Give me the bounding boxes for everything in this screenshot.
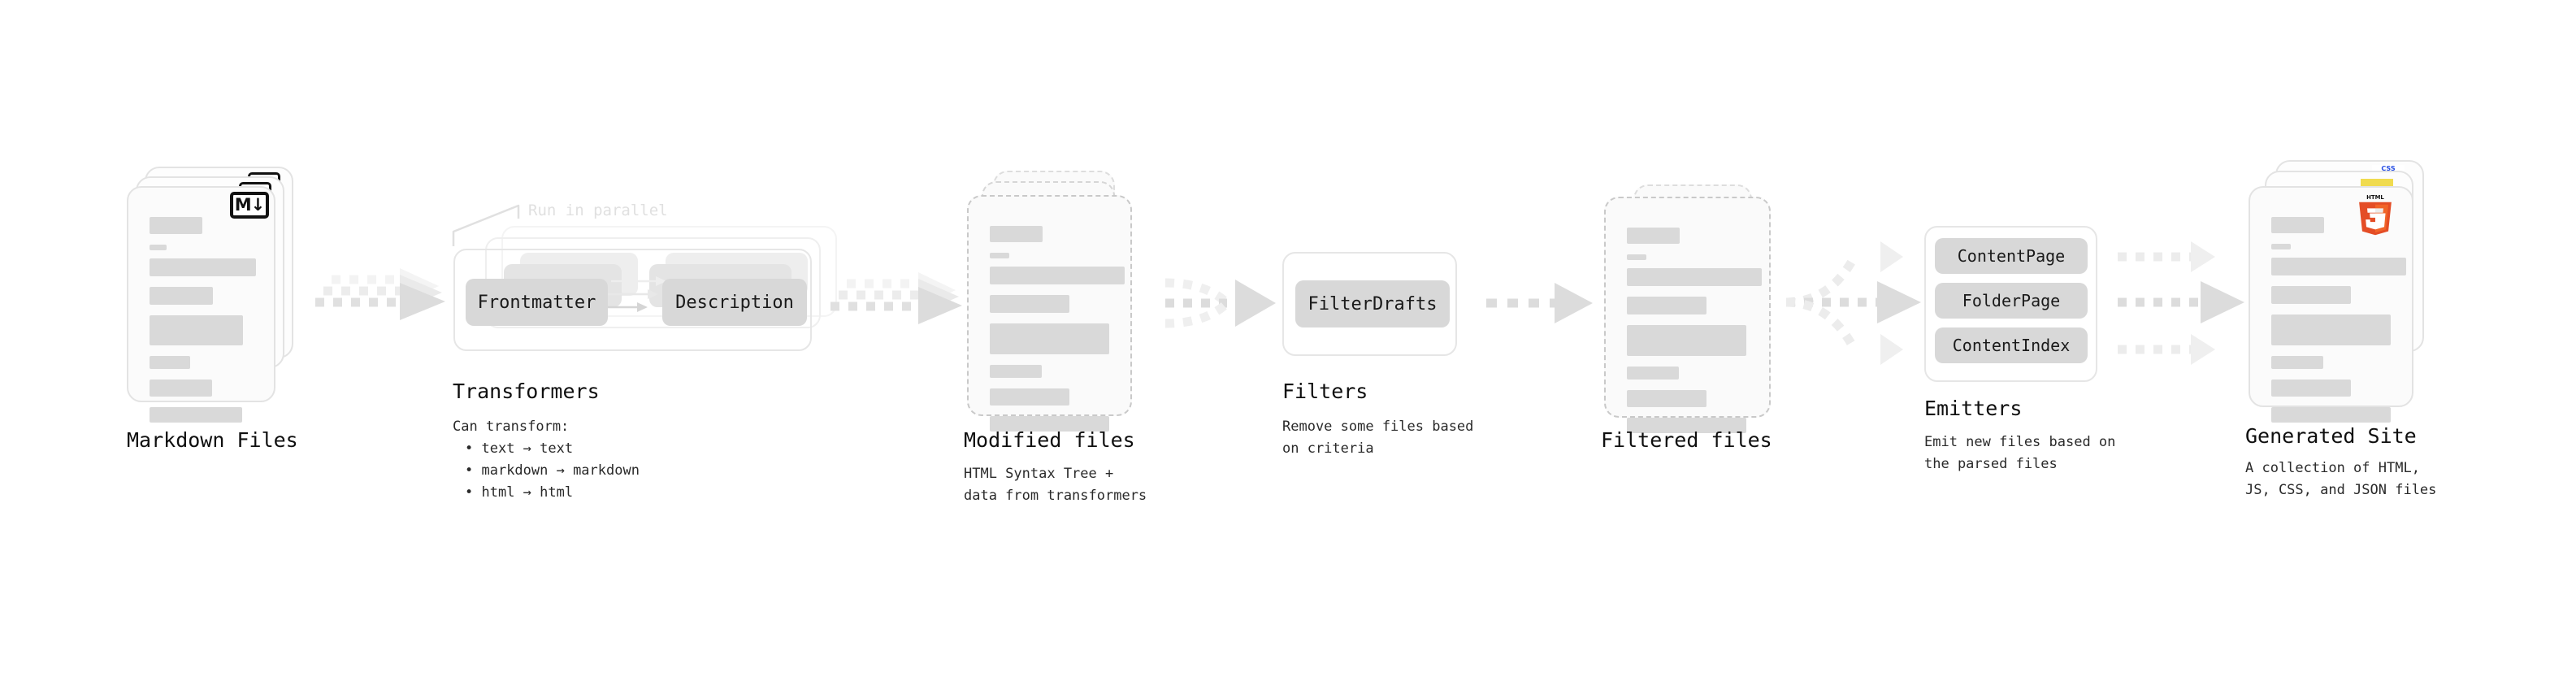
content-bar bbox=[2271, 407, 2391, 423]
content-bar bbox=[150, 258, 256, 276]
transformer-pill-description[interactable]: Description bbox=[662, 279, 807, 326]
content-bar bbox=[1627, 268, 1762, 286]
content-bar bbox=[990, 226, 1043, 242]
arrow-transformers-to-modified bbox=[830, 272, 962, 324]
modified-card-bars bbox=[990, 226, 1125, 442]
bullet-item: • text → text bbox=[465, 440, 574, 457]
bullet-item: • markdown → markdown bbox=[465, 462, 640, 479]
content-bar bbox=[1627, 297, 1706, 314]
content-bar bbox=[1627, 228, 1680, 244]
content-bar bbox=[1627, 418, 1746, 433]
content-bar bbox=[150, 287, 213, 305]
content-bar bbox=[1627, 325, 1746, 356]
emitters-group-box bbox=[1924, 226, 2097, 382]
content-bar bbox=[990, 388, 1069, 406]
generated-site-description: A collection of HTML, JS, CSS, and JSON … bbox=[2245, 460, 2437, 498]
content-bar bbox=[150, 356, 190, 369]
content-bar bbox=[990, 253, 1009, 258]
emitters-pill-contentpage[interactable]: ContentPage bbox=[1935, 238, 2088, 274]
html5-icon: HTML bbox=[2359, 194, 2392, 236]
svg-text:HTML: HTML bbox=[2366, 194, 2384, 201]
transformer-group-front bbox=[453, 249, 812, 351]
content-bar bbox=[2271, 217, 2324, 233]
content-bar bbox=[990, 416, 1109, 432]
markdown-card-front bbox=[127, 186, 275, 423]
content-bar bbox=[1627, 254, 1646, 260]
bullet-item: • html → html bbox=[465, 484, 574, 501]
content-bar bbox=[150, 407, 242, 423]
stage-label-generated-site: Generated Site bbox=[2245, 424, 2417, 448]
content-bar bbox=[2271, 286, 2351, 304]
filtered-card-front bbox=[1604, 197, 1771, 433]
filters-pill-filterdrafts[interactable]: FilterDrafts bbox=[1295, 280, 1450, 327]
transformer-pill-frontmatter[interactable]: Frontmatter bbox=[466, 279, 608, 326]
content-bar bbox=[990, 365, 1042, 378]
filters-group-box bbox=[1282, 252, 1457, 356]
content-bar bbox=[990, 323, 1109, 354]
arrow-filters-to-filtered bbox=[1486, 283, 1593, 323]
stage-label-filtered-files: Filtered files bbox=[1601, 428, 1772, 452]
content-bar bbox=[990, 295, 1069, 313]
stage-label-transformers: Transformers bbox=[453, 380, 600, 403]
site-card-bars bbox=[2271, 217, 2406, 433]
modified-files-description: HTML Syntax Tree + data from transformer… bbox=[964, 466, 1147, 504]
emitters-pill-folderpage[interactable]: FolderPage bbox=[1935, 283, 2088, 319]
markdown-card-bars bbox=[150, 217, 256, 433]
content-bar bbox=[150, 315, 243, 345]
content-bar bbox=[2271, 380, 2351, 397]
content-bar bbox=[1627, 367, 1679, 380]
content-bar bbox=[1627, 390, 1706, 407]
transformer-inner-arrows bbox=[591, 276, 666, 312]
arrow-emitters-to-site bbox=[2118, 241, 2244, 365]
run-in-parallel-bracket bbox=[452, 204, 520, 246]
filtered-card-bars bbox=[1627, 228, 1762, 444]
emitters-pill-contentindex[interactable]: ContentIndex bbox=[1935, 327, 2088, 363]
content-bar bbox=[990, 267, 1125, 284]
run-in-parallel-note: Run in parallel bbox=[528, 202, 668, 219]
stage-label-modified-files: Modified files bbox=[964, 428, 1135, 452]
modified-card-front bbox=[967, 195, 1132, 432]
content-bar bbox=[150, 217, 202, 234]
content-bar bbox=[150, 245, 167, 250]
filters-description: Remove some files based on criteria bbox=[1282, 419, 1474, 457]
transformers-bullet-list: • text → text • markdown → markdown • ht… bbox=[465, 438, 640, 504]
stage-label-markdown-files: Markdown Files bbox=[127, 428, 298, 452]
content-bar bbox=[2271, 356, 2323, 369]
content-bar bbox=[2271, 258, 2406, 275]
transformers-description: Can transform: bbox=[453, 419, 570, 435]
stage-label-filters: Filters bbox=[1282, 380, 1368, 403]
content-bar bbox=[2271, 314, 2391, 345]
arrow-filtered-to-emitters bbox=[1785, 241, 1921, 365]
arrow-modified-to-filters bbox=[1164, 278, 1276, 328]
markdown-badge-front: M↓ bbox=[230, 192, 269, 219]
emitters-description: Emit new files based on the parsed files bbox=[1924, 434, 2116, 472]
content-bar bbox=[2271, 244, 2291, 249]
arrow-markdown-to-transformers bbox=[315, 268, 445, 320]
content-bar bbox=[150, 380, 212, 397]
stage-label-emitters: Emitters bbox=[1924, 397, 2023, 420]
